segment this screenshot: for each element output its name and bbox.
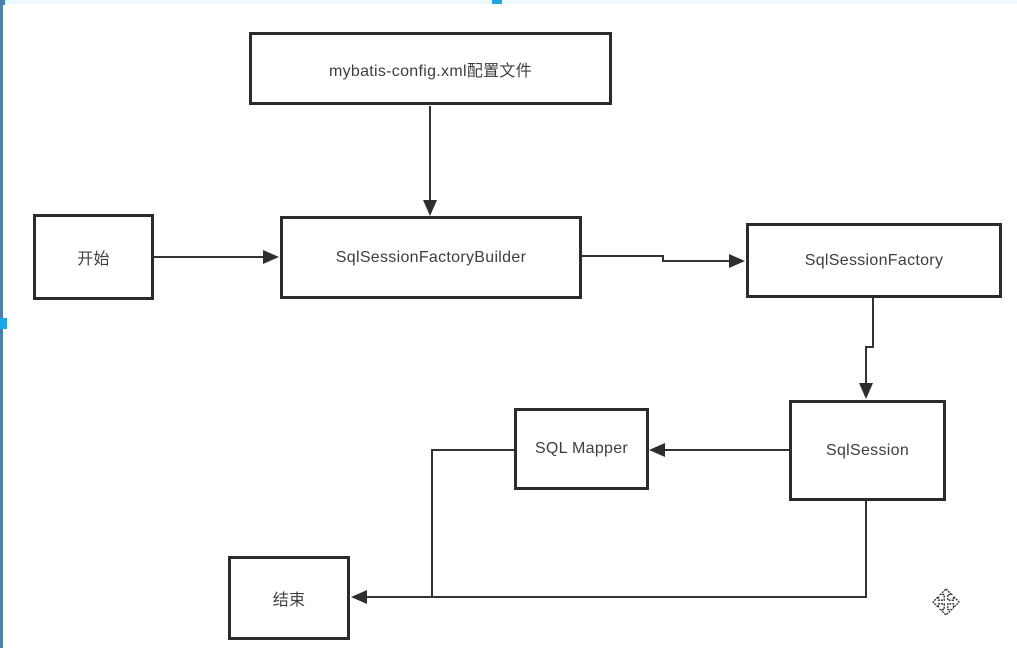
node-sqlsessionfactory[interactable]: SqlSessionFactory bbox=[746, 223, 1002, 298]
node-start[interactable]: 开始 bbox=[33, 214, 154, 300]
connector-session-to-mapper bbox=[649, 443, 789, 457]
left-scrollbar-thumb[interactable] bbox=[0, 318, 7, 329]
top-scrollbar-track bbox=[0, 0, 1017, 4]
connector-builder-to-factory bbox=[582, 254, 745, 268]
move-cursor-icon bbox=[932, 588, 960, 616]
node-config-file[interactable]: mybatis-config.xml配置文件 bbox=[249, 32, 612, 105]
connector-mapper-to-junction bbox=[431, 449, 514, 598]
connector-start-to-builder bbox=[153, 250, 279, 264]
node-sqlsession-label: SqlSession bbox=[825, 441, 910, 459]
node-sqlsessionfactorybuilder-label: SqlSessionFactoryBuilder bbox=[335, 248, 527, 266]
node-end[interactable]: 结束 bbox=[228, 556, 350, 640]
node-sql-mapper-label: SQL Mapper bbox=[534, 440, 629, 457]
node-end-label: 结束 bbox=[272, 592, 306, 609]
node-sqlsessionfactorybuilder[interactable]: SqlSessionFactoryBuilder bbox=[280, 216, 582, 299]
node-start-label: 开始 bbox=[77, 251, 110, 268]
node-sqlsession[interactable]: SqlSession bbox=[789, 400, 946, 501]
connector-session-to-end bbox=[351, 500, 867, 604]
connector-factory-to-session bbox=[859, 298, 874, 399]
node-sql-mapper[interactable]: SQL Mapper bbox=[514, 408, 649, 490]
node-config-file-label: mybatis-config.xml配置文件 bbox=[328, 62, 533, 80]
top-scrollbar-thumb[interactable] bbox=[492, 0, 502, 4]
connector-config-to-builder bbox=[423, 106, 437, 216]
node-sqlsessionfactory-label: SqlSessionFactory bbox=[804, 251, 944, 269]
